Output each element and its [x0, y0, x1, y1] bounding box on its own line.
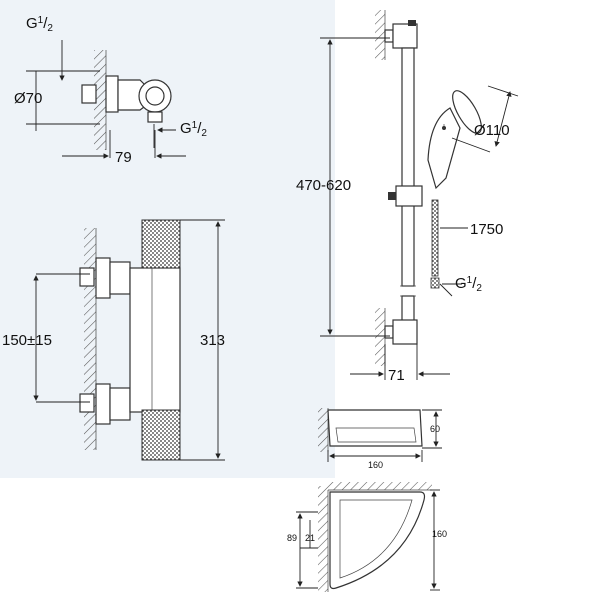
connection-spacing-label: 150±15 — [2, 332, 52, 349]
wall-hatch-corner-top — [328, 482, 432, 490]
side-view-outlet — [26, 40, 186, 159]
dia-outlet-label: Ø70 — [14, 90, 42, 107]
wall-hatch-corner-left — [318, 486, 328, 592]
thermostat-height-label: 313 — [200, 332, 225, 349]
wall-hatch-shelf — [318, 408, 328, 452]
outlet-depth-label: 79 — [115, 149, 132, 166]
hose-thread-label: G1/2 — [455, 275, 482, 294]
corner-shelf-outline — [329, 491, 426, 590]
outlet-nut — [147, 111, 163, 123]
corner-width-label: 160 — [432, 529, 447, 539]
thermostat-body — [129, 267, 181, 413]
wall-hatch-rail-top — [375, 10, 385, 60]
top-knob — [141, 219, 181, 269]
bottom-knob — [141, 409, 181, 461]
corner-height-b-label: 21 — [305, 533, 315, 543]
shelf-depth-label: 60 — [430, 424, 440, 434]
handshower — [427, 90, 482, 190]
wall-hatch-outlet — [94, 50, 106, 150]
hose — [431, 199, 439, 277]
shower-rail-assembly — [320, 10, 519, 380]
slider — [395, 185, 423, 207]
outlet-thread-label: G1/2 — [180, 120, 207, 139]
wall-hatch-thermostat — [84, 228, 96, 450]
corner-height-a-label: 89 — [287, 533, 297, 543]
rail-projection-label: 71 — [388, 367, 405, 384]
wall-hatch-rail-bottom — [375, 308, 385, 366]
rail-bar — [401, 47, 415, 287]
hose-length-label: 1750 — [470, 221, 503, 238]
hose-nut — [430, 277, 440, 289]
rail-height-label: 470-620 — [296, 177, 351, 194]
handshower-dia-label: Ø110 — [474, 122, 510, 139]
corner-shelf-top-view — [296, 482, 440, 592]
side-view-thermostat — [33, 219, 225, 461]
top-thread-label: G1/2 — [26, 15, 53, 34]
shelf-side-view — [318, 408, 442, 462]
shelf-width-label: 160 — [368, 460, 383, 470]
